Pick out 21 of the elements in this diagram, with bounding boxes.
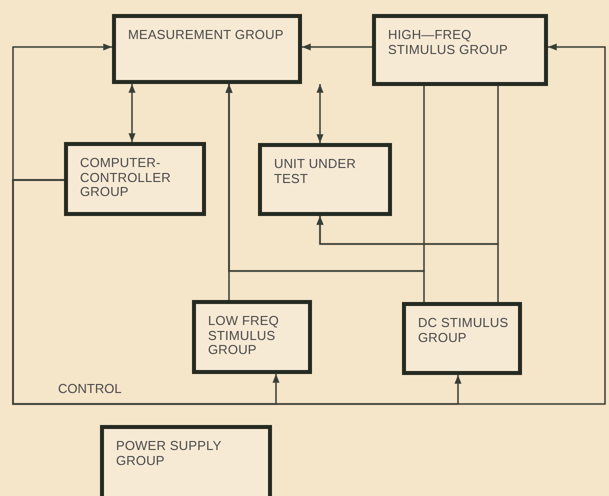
block-label: UNIT UNDER TEST bbox=[274, 157, 357, 186]
block-label: MEASUREMENT GROUP bbox=[128, 28, 285, 43]
block-label: POWER SUPPLY GROUP bbox=[116, 439, 222, 468]
block-box bbox=[402, 302, 522, 375]
block-label: LOW FREQ STIMULUS GROUP bbox=[208, 314, 280, 358]
arrow bbox=[12, 179, 462, 405]
bus-label: CONTROL bbox=[58, 381, 122, 396]
block-label: HIGH—FREQ STIMULUS GROUP bbox=[388, 28, 509, 58]
arrow bbox=[128, 84, 136, 142]
block-box bbox=[100, 425, 272, 496]
block-box bbox=[372, 14, 548, 86]
block-box bbox=[192, 300, 312, 374]
arrow bbox=[12, 44, 112, 181]
block-box bbox=[112, 14, 302, 84]
arrow bbox=[316, 84, 324, 143]
block-box bbox=[64, 142, 206, 216]
block-box bbox=[258, 143, 392, 216]
block-label: COMPUTER-CONTROLLER GROUP bbox=[80, 156, 172, 200]
block-label: DC STIMULUS GROUP bbox=[418, 316, 510, 346]
arrow bbox=[302, 44, 372, 50]
arrow bbox=[316, 216, 499, 302]
